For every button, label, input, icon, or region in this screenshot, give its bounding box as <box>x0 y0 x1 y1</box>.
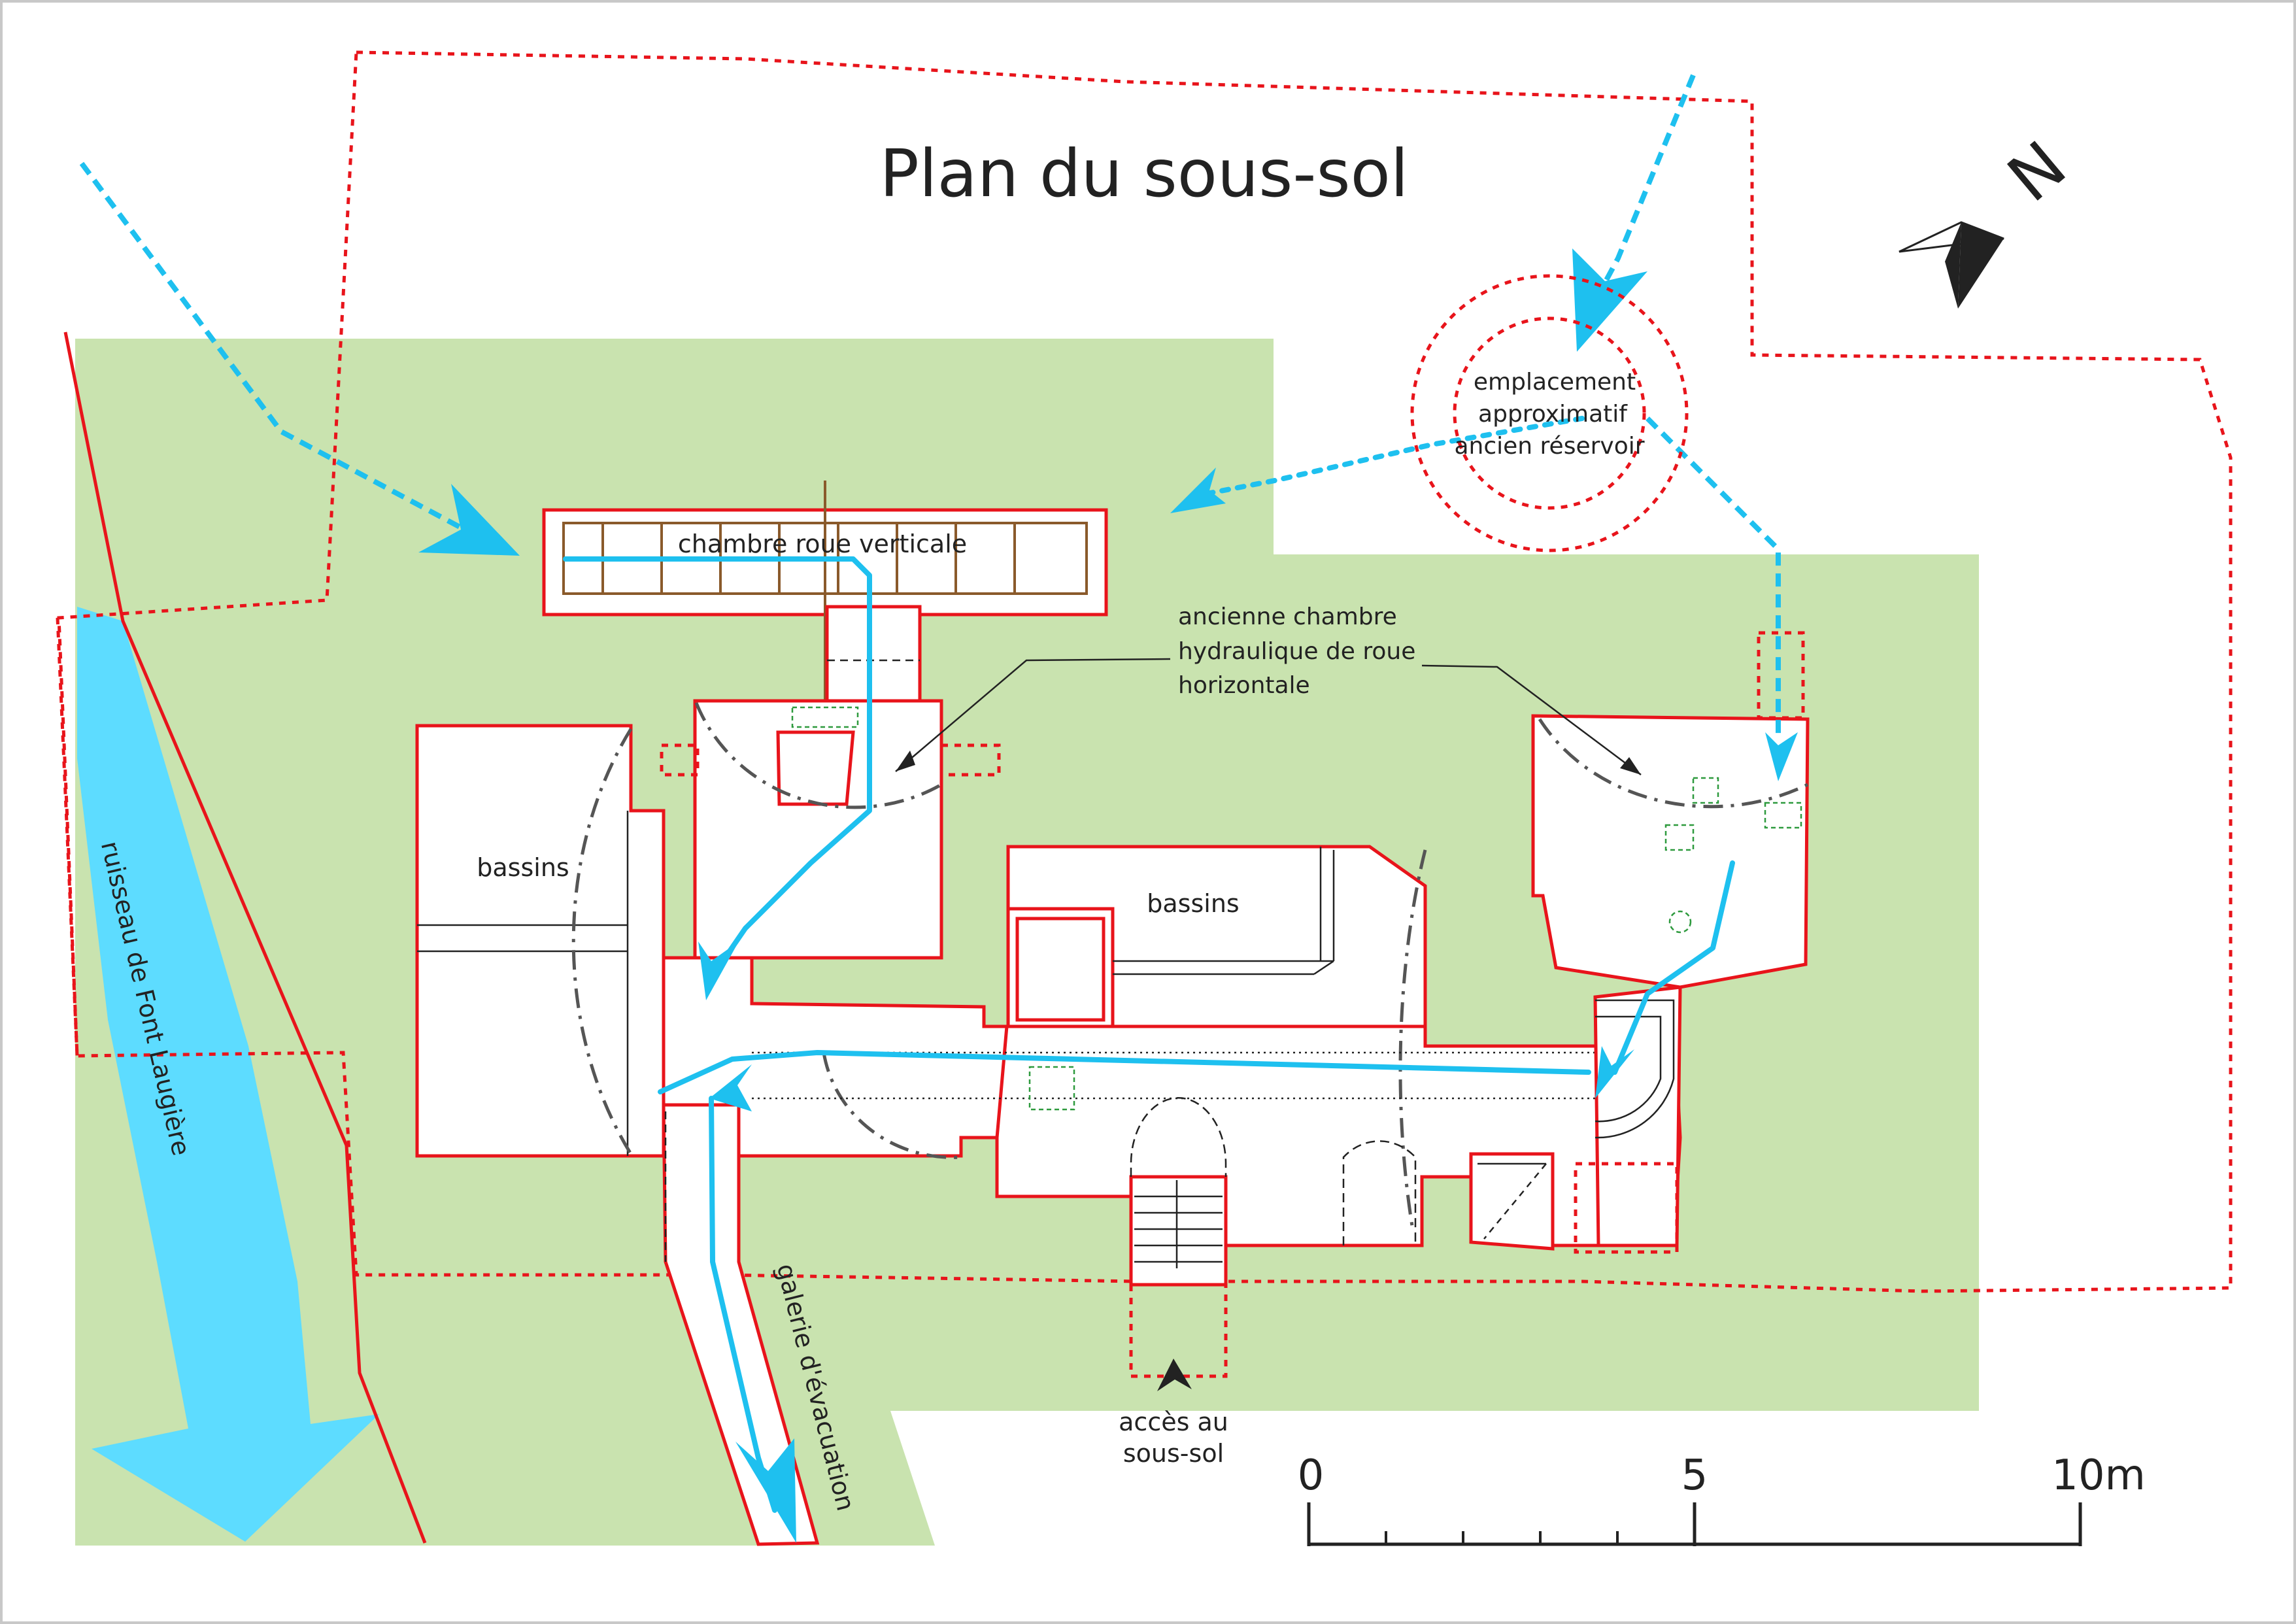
scale-tick-0: 0 <box>1298 1451 1325 1500</box>
label-chambre-roue-verticale: chambre roue verticale <box>678 530 967 558</box>
stream <box>77 607 379 1542</box>
access-stair: accès au sous-sol <box>1119 1097 1417 1468</box>
label-bassins-west: bassins <box>477 853 569 882</box>
label-bassins-center: bassins <box>1147 889 1239 918</box>
site-edge-west <box>63 331 427 1544</box>
scale-tick-5: 5 <box>1681 1451 1708 1500</box>
basins-west: bassins <box>415 724 666 1158</box>
label-acces-line2: sous-sol <box>1123 1439 1224 1468</box>
label-ancienne-chambre-3: horizontale <box>1178 672 1310 699</box>
label-acces-line1: accès au <box>1119 1408 1228 1436</box>
marker-corridor <box>1028 1066 1075 1111</box>
scale-tick-10m: 10m <box>2051 1451 2146 1500</box>
label-reservoir-line3: ancien réservoir <box>1454 433 1644 460</box>
east-stair-section <box>1469 985 1682 1254</box>
water-flows <box>79 74 1798 1543</box>
vertical-wheel-chamber: chambre roue verticale <box>542 481 1108 706</box>
scale-bar: 0 5 10m <box>1298 1451 2146 1546</box>
horizontal-wheel-chamber-east <box>1531 631 1810 989</box>
label-ancienne-chambre-1: ancienne chambre <box>1178 603 1397 630</box>
property-boundary <box>57 50 2233 1293</box>
shaft <box>825 605 922 707</box>
label-reservoir-line1: emplacement <box>1474 369 1636 396</box>
page-title: Plan du sous-sol <box>879 135 1408 212</box>
access-arrow-icon <box>1157 1359 1192 1391</box>
label-ancienne-chambre-2: hydraulique de roue <box>1178 638 1415 665</box>
basins-center: bassins <box>822 845 1427 1226</box>
label-reservoir-line2: approximatif <box>1478 401 1628 428</box>
reservoir-location: emplacement approximatif ancien réservoi… <box>1410 274 1689 552</box>
horizontal-chamber-note: ancienne chambre hydraulique de roue hor… <box>895 603 1642 775</box>
